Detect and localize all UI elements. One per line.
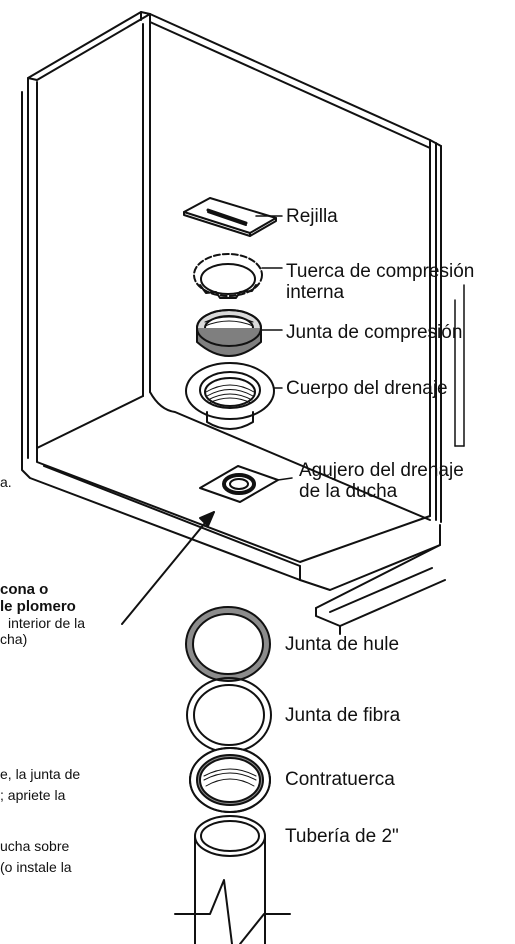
rubber-gasket-label: Junta de hule: [285, 634, 400, 655]
fiber-gasket-label: Junta de fibra: [285, 705, 401, 726]
sealant-arrow: [121, 511, 215, 625]
drain-body-label: Cuerpo del drenaje: [286, 378, 448, 399]
fiber-gasket-part: [186, 677, 272, 753]
rubber-gasket-part: [185, 606, 271, 682]
note-fragment-a: a.: [0, 474, 12, 490]
grate-label: Rejilla: [286, 206, 338, 227]
pipe-label: Tubería de 2": [285, 826, 399, 847]
pipe-part: [174, 815, 291, 944]
grate-part: [183, 197, 277, 237]
internal-compression-nut-part: [193, 253, 263, 299]
instruction-line4: (o instale la: [0, 859, 72, 875]
locknut-part: [189, 747, 271, 813]
nut-label-line2: interna: [286, 282, 345, 303]
drain-hole-label-line1: Agujero del drenaje: [299, 460, 464, 481]
sealant-note-line3: interior de la: [8, 615, 86, 631]
drain-hole-label-line2: de la ducha: [299, 481, 398, 502]
instruction-line2: ; apriete la: [0, 787, 66, 803]
sealant-note-line4: cha): [0, 631, 28, 647]
instruction-line3: ucha sobre: [0, 838, 70, 854]
drain-body-part: [185, 362, 275, 430]
shower-enclosure: [21, 11, 446, 635]
sealant-note-line2: le plomero: [0, 598, 76, 615]
compression-gasket-part: [196, 309, 262, 357]
instruction-line1: e, la junta de: [0, 766, 81, 782]
shower-drain-hole: [199, 465, 279, 503]
compression-gasket-label: Junta de compresión: [286, 322, 463, 343]
nut-label-line1: Tuerca de compresión: [286, 261, 475, 282]
locknut-label: Contratuerca: [285, 769, 395, 790]
leader-lines: [255, 215, 465, 481]
sealant-note-line1: cona o: [0, 581, 49, 598]
